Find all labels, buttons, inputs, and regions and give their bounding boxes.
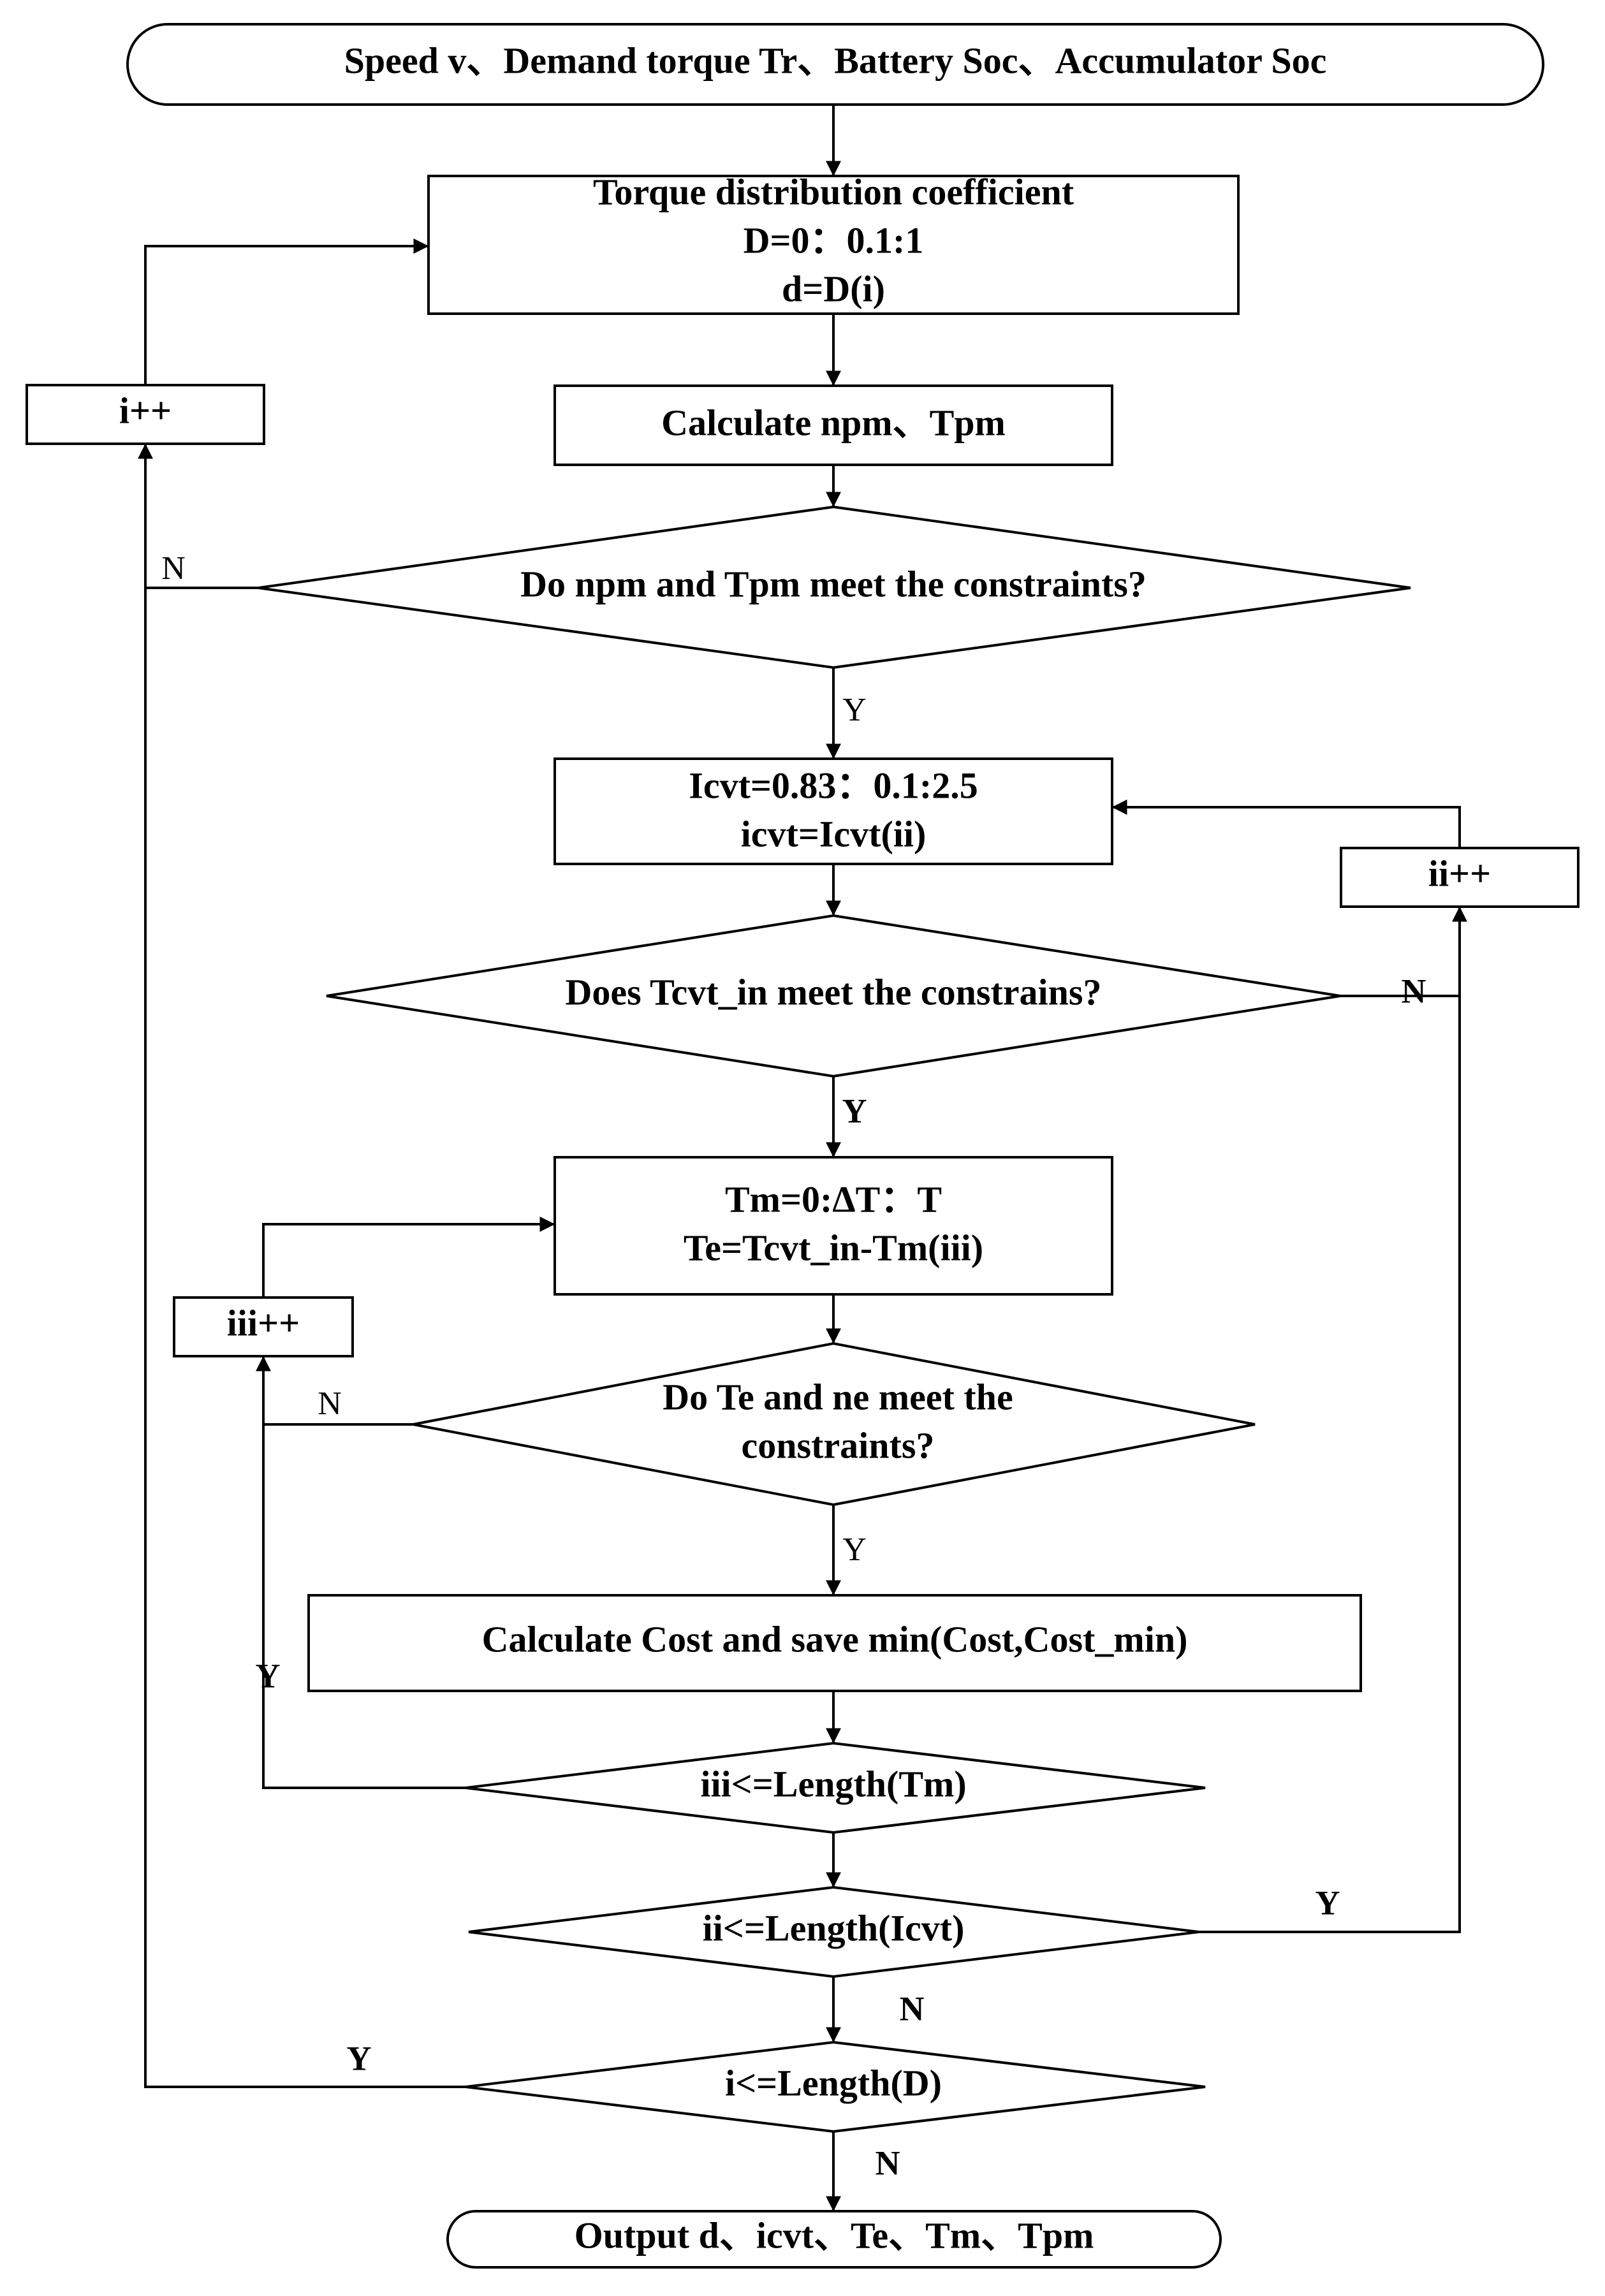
decision6-yes-label: Y — [347, 2039, 372, 2077]
decision5-text: ii<=Length(Icvt) — [703, 1907, 965, 1949]
decision3-yes-label: Y — [842, 1532, 867, 1568]
decision-iii-length: iii<=Length(Tm) — [465, 1741, 1206, 1834]
arrow-i-increment-to-torque — [144, 238, 429, 385]
decision3-no-label: N — [318, 1386, 342, 1422]
ii-increment-box: ii++ — [1340, 847, 1579, 908]
decision2-text: Does Tcvt_in meet the constrains? — [566, 971, 1102, 1013]
calc-npm-text: Calculate npm、Tpm — [661, 402, 1006, 443]
decision1-text: Do npm and Tpm meet the constraints? — [520, 563, 1147, 604]
tm-box: Tm=0:ΔT：T Te=Tcvt_in-Tm(iii) — [553, 1156, 1113, 1296]
arrow-decision5-yes-loop — [1199, 906, 1467, 1933]
decision4-text: iii<=Length(Tm) — [700, 1763, 966, 1804]
torque-box-line1: Torque distribution coefficient — [593, 171, 1074, 212]
decision3-line2: constraints? — [742, 1424, 935, 1466]
i-increment-box: i++ — [26, 384, 265, 445]
decision2-no-label: N — [1402, 972, 1426, 1010]
decision5-no-label: N — [900, 1989, 925, 2028]
icvt-box-line1: Icvt=0.83：0.1:2.5 — [689, 764, 978, 806]
decision2-yes-label: Y — [842, 1092, 867, 1130]
iii-increment-text: iii++ — [227, 1302, 300, 1343]
calculate-npm-box: Calculate npm、Tpm — [553, 384, 1113, 466]
decision1-yes-label: Y — [842, 692, 867, 728]
end-text: Output d、icvt、Te、Tm、Tpm — [575, 2214, 1094, 2256]
decision3-line1: Do Te and ne meet the — [663, 1376, 1013, 1417]
torque-box-line3: d=D(i) — [782, 268, 885, 309]
end-terminator: Output d、icvt、Te、Tm、Tpm — [446, 2210, 1222, 2269]
arrow-ii-increment-to-icvt — [1111, 800, 1461, 848]
cost-box-text: Calculate Cost and save min(Cost,Cost_mi… — [482, 1618, 1188, 1660]
icvt-box: Icvt=0.83：0.1:2.5 icvt=Icvt(ii) — [553, 757, 1113, 865]
arrow-iii-increment-to-tm — [262, 1217, 555, 1298]
decision4-yes-label: Y — [256, 1656, 281, 1695]
i-increment-text: i++ — [119, 390, 172, 431]
start-terminator: Speed v、Demand torque Tr、Battery Soc、Acc… — [126, 23, 1544, 106]
decision-ii-length: ii<=Length(Icvt) — [468, 1885, 1199, 1978]
decision1-no-label: N — [161, 550, 186, 587]
icvt-box-line2: icvt=Icvt(ii) — [741, 813, 927, 854]
decision-npm-constraints: Do npm and Tpm meet the constraints? — [258, 505, 1411, 669]
decision-tcvt-constraints: Does Tcvt_in meet the constrains? — [326, 914, 1341, 1078]
decision5-yes-label: Y — [1316, 1883, 1340, 1922]
decision-i-length: i<=Length(D) — [465, 2040, 1206, 2133]
arrow-decision6-yes-loop — [138, 443, 465, 2088]
decision6-text: i<=Length(D) — [725, 2062, 942, 2103]
iii-increment-box: iii++ — [173, 1296, 354, 1357]
cost-box: Calculate Cost and save min(Cost,Cost_mi… — [307, 1594, 1362, 1692]
arrow-decision4-yes-loop — [256, 1356, 465, 1789]
torque-distribution-box: Torque distribution coefficient D=0：0.1:… — [427, 171, 1240, 315]
torque-box-line2: D=0：0.1:1 — [744, 219, 924, 261]
tm-box-line1: Tm=0:ΔT：T — [725, 1178, 942, 1220]
decision-te-constraints: Do Te and ne meet the constraints? — [413, 1342, 1256, 1507]
decision6-no-label: N — [876, 2144, 900, 2182]
ii-increment-text: ii++ — [1428, 852, 1491, 894]
start-text: Speed v、Demand torque Tr、Battery Soc、Acc… — [344, 40, 1327, 81]
tm-box-line2: Te=Tcvt_in-Tm(iii) — [684, 1227, 983, 1268]
